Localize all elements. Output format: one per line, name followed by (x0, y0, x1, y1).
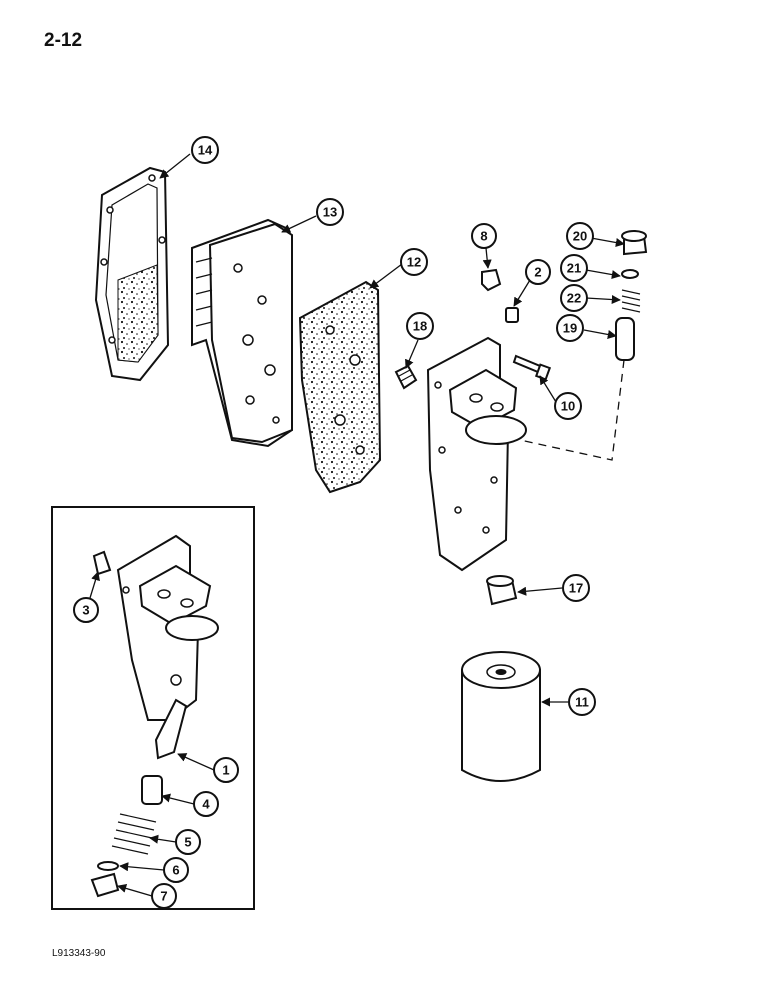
callout-13: 13 (316, 198, 344, 226)
svg-text:11: 11 (575, 695, 589, 710)
svg-text:17: 17 (569, 581, 583, 596)
filter-head-housing (426, 336, 527, 572)
svg-text:10: 10 (561, 399, 575, 414)
svg-text:12: 12 (407, 255, 421, 270)
plug-part-8 (481, 268, 502, 292)
plug-part-18 (394, 364, 418, 390)
oil-cooler-core-part-13 (191, 218, 294, 448)
callout-6: 6 (163, 857, 189, 883)
svg-text:14: 14 (198, 143, 213, 158)
callout-21: 21 (560, 254, 588, 282)
callout-17: 17 (562, 574, 590, 602)
callout-14: 14 (191, 136, 219, 164)
inset-filter-head (116, 534, 219, 760)
callout-20: 20 (566, 222, 594, 250)
svg-text:22: 22 (567, 291, 581, 306)
callout-7: 7 (151, 883, 177, 909)
svg-text:8: 8 (480, 229, 487, 244)
figure-code: L913343-90 (52, 948, 106, 959)
callout-8: 8 (471, 223, 497, 249)
callout-10: 10 (554, 392, 582, 420)
callout-5: 5 (175, 829, 201, 855)
svg-text:20: 20 (573, 229, 587, 244)
plug-part-3 (92, 550, 112, 576)
callout-11: 11 (568, 688, 596, 716)
callout-2: 2 (525, 259, 551, 285)
gasket-part-12 (298, 280, 382, 494)
adapter-part-17 (486, 575, 518, 606)
oil-filter-part-11 (461, 651, 541, 782)
svg-text:19: 19 (563, 321, 577, 336)
gasket-part-14 (94, 166, 170, 382)
callout-18: 18 (406, 312, 434, 340)
svg-text:5: 5 (184, 835, 191, 850)
svg-text:6: 6 (172, 863, 179, 878)
svg-text:21: 21 (567, 261, 581, 276)
callout-12: 12 (400, 248, 428, 276)
svg-text:18: 18 (413, 319, 427, 334)
plug-part-2 (505, 307, 519, 323)
bolt-part-10 (512, 354, 552, 381)
inset-detail-box (51, 506, 255, 910)
washer-part-6 (97, 861, 119, 871)
piston-part-4 (141, 775, 163, 805)
svg-text:4: 4 (202, 797, 210, 812)
svg-text:1: 1 (222, 763, 229, 778)
callout-22: 22 (560, 284, 588, 312)
svg-text:13: 13 (323, 205, 337, 220)
spring-part-5 (111, 813, 157, 855)
relief-valve-stack (615, 230, 648, 361)
callout-3: 3 (73, 597, 99, 623)
callout-1: 1 (213, 757, 239, 783)
svg-text:3: 3 (82, 603, 89, 618)
svg-text:2: 2 (534, 265, 541, 280)
page-number: 2-12 (44, 30, 83, 51)
callout-4: 4 (193, 791, 219, 817)
plug-part-7 (90, 872, 120, 898)
svg-text:7: 7 (160, 889, 167, 904)
callout-19: 19 (556, 314, 584, 342)
